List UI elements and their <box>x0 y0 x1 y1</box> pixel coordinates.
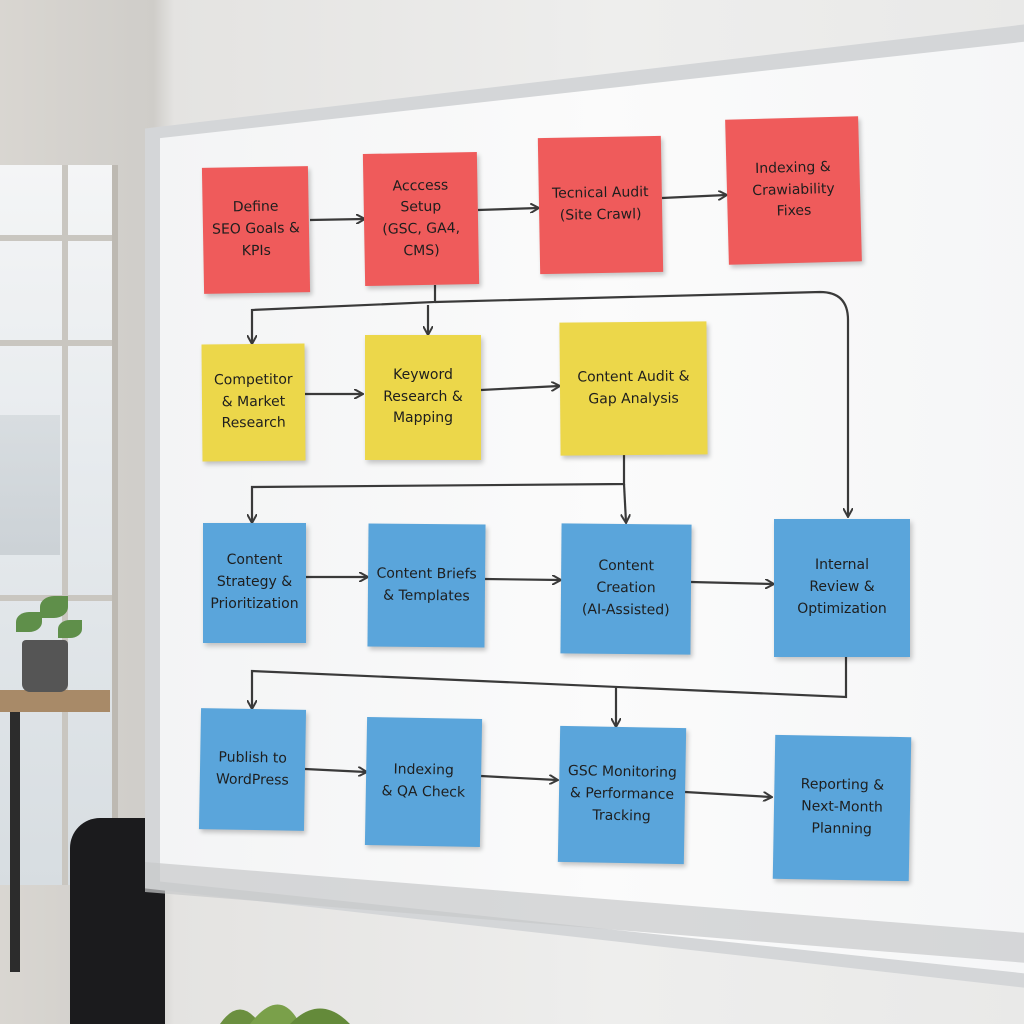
plant-leaf <box>58 620 82 638</box>
sticky-note-publish-wordpress[interactable]: Publish to WordPress <box>198 708 307 831</box>
sticky-note-define-seo-goals[interactable]: Define SEO Goals & KPIs <box>201 166 311 294</box>
sticky-note-keyword-research[interactable]: Keyword Research & Mapping <box>365 335 481 460</box>
side-table <box>0 690 110 712</box>
table-leg <box>10 712 20 972</box>
plant-pot <box>22 640 68 692</box>
window-building <box>0 415 60 555</box>
window-mullion-vertical <box>62 165 68 885</box>
sticky-note-content-audit[interactable]: Content Audit & Gap Analysis <box>559 321 708 456</box>
sticky-note-indexing-qa[interactable]: Indexing & QA Check <box>364 717 483 847</box>
sticky-note-content-creation[interactable]: Content Creation (AI-Assisted) <box>560 523 692 655</box>
window-mullion <box>0 235 112 241</box>
sticky-note-content-briefs[interactable]: Content Briefs & Templates <box>367 523 486 648</box>
sticky-note-reporting-planning[interactable]: Reporting & Next-Month Planning <box>772 734 912 882</box>
window-mullion <box>0 340 112 346</box>
foreground-plant <box>220 1004 350 1024</box>
sticky-note-competitor-research[interactable]: Competitor & Market Research <box>201 343 306 462</box>
sticky-note-access-setup[interactable]: Acccess Setup (GSC, GA4, CMS) <box>362 152 480 286</box>
plant-leaf <box>16 612 42 632</box>
sticky-note-internal-review[interactable]: Internal Review & Optimization <box>774 519 910 657</box>
sticky-note-indexing-crawlability[interactable]: Indexing & Crawiability Fixes <box>725 116 862 265</box>
plant-leaf <box>40 596 68 618</box>
sticky-note-gsc-monitoring[interactable]: GSC Monitoring & Performance Tracking <box>557 725 687 865</box>
sticky-note-technical-audit[interactable]: Tecnical Audit (Site Crawl) <box>537 135 664 275</box>
sticky-note-content-strategy[interactable]: Content Strategy & Prioritization <box>203 523 306 643</box>
